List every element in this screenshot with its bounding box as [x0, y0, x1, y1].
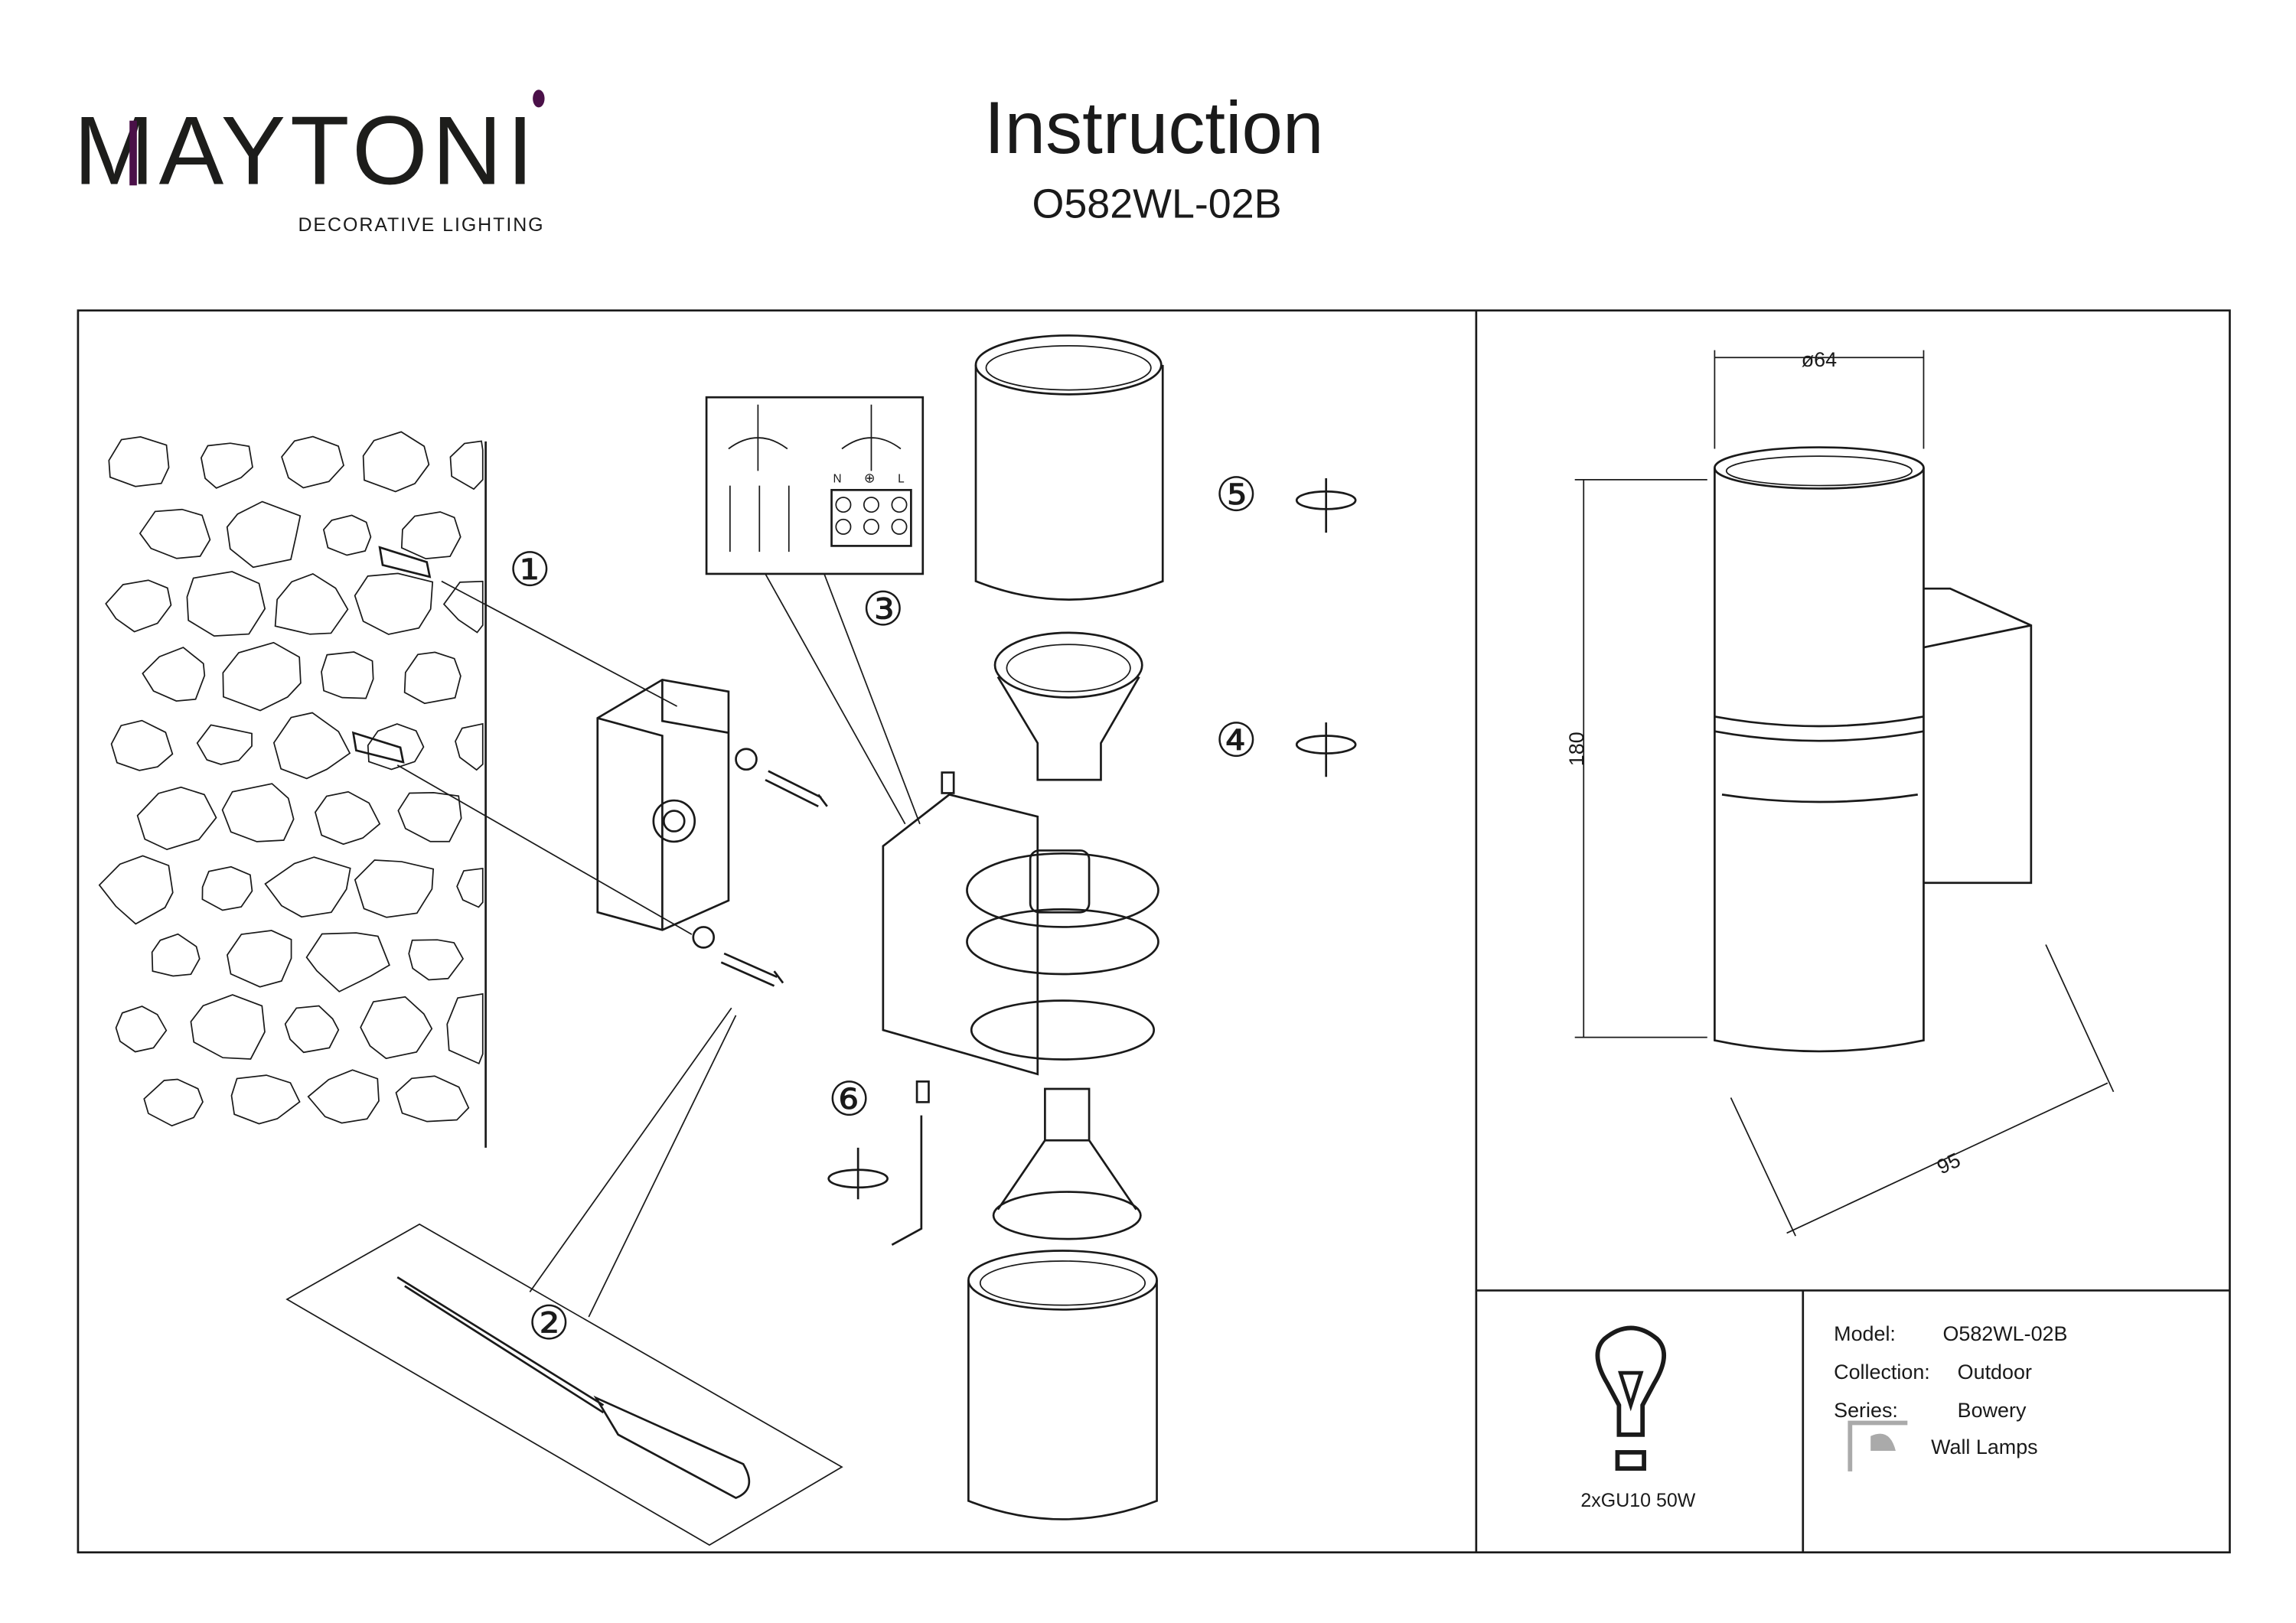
stone [360, 996, 433, 1060]
stone [274, 572, 349, 635]
diameter-dimension: ø64 [1802, 348, 1837, 371]
stone [190, 994, 266, 1060]
stone [272, 712, 351, 780]
rotate-icon [827, 477, 1357, 1200]
dimension-drawing [1574, 350, 2115, 1237]
stone [284, 1005, 340, 1054]
stone [264, 856, 351, 918]
stone [322, 514, 372, 556]
svg-text:Outdoor: Outdoor [1958, 1361, 2032, 1383]
maytoni-logo: MAYTONI DECORATIVE LIGHTING [73, 90, 545, 236]
stone [408, 939, 465, 981]
model-subtitle: O582WL-02B [1032, 181, 1281, 227]
svg-text:Series:: Series: [1834, 1399, 1898, 1422]
stone [151, 933, 201, 977]
stone [449, 440, 484, 490]
stone [221, 783, 295, 842]
svg-text:L: L [898, 473, 905, 486]
svg-text:DECORATIVE LIGHTING: DECORATIVE LIGHTING [298, 214, 544, 236]
stone [442, 580, 484, 634]
stone [115, 1005, 168, 1053]
svg-text:Collection:: Collection: [1834, 1361, 1930, 1383]
screwdriver-illustration [285, 1007, 843, 1546]
height-dimension: 180 [1565, 732, 1588, 766]
stone [314, 790, 381, 846]
stone [196, 724, 253, 765]
stone [455, 722, 484, 771]
stone [400, 511, 461, 560]
stone [354, 572, 434, 635]
stone [105, 579, 172, 633]
svg-text:Model:: Model: [1834, 1322, 1896, 1345]
svg-text:Wall Lamps: Wall Lamps [1931, 1436, 2038, 1458]
bulb-spec: 2xGU10 50W [1580, 1490, 1695, 1511]
svg-text:⊕: ⊕ [864, 471, 876, 486]
svg-text:O582WL-02B: O582WL-02B [1942, 1322, 2067, 1345]
stone [321, 651, 374, 699]
lamp-exploded-view [882, 334, 1164, 1520]
step-3-marker: ③ [862, 583, 904, 636]
stone [227, 930, 292, 988]
stone [136, 786, 217, 851]
stone [367, 723, 425, 771]
stone [201, 865, 253, 911]
step-4-marker: ④ [1215, 714, 1257, 767]
main-frame [77, 309, 2231, 1554]
light-bulb-icon [1595, 1325, 1666, 1471]
stone [456, 867, 484, 908]
stone [226, 500, 302, 569]
stone [200, 442, 253, 489]
wall-lamp-icon [1848, 1420, 1908, 1471]
step-1-marker: ① [509, 543, 551, 596]
stone [142, 647, 206, 702]
svg-text:N: N [833, 473, 841, 486]
svg-text:Bowery: Bowery [1958, 1399, 2027, 1422]
page-title: Instruction [984, 87, 1324, 169]
step-6-marker: ⑥ [828, 1074, 870, 1126]
stone [98, 855, 174, 925]
step-5-marker: ⑤ [1215, 468, 1257, 521]
stone [305, 932, 390, 992]
stone [108, 436, 170, 487]
stone [403, 651, 461, 705]
stone [397, 792, 462, 842]
stone [139, 508, 211, 559]
stone [222, 641, 302, 712]
stone [446, 992, 484, 1065]
stone [354, 859, 435, 918]
stone-wall-illustration [98, 431, 487, 1148]
wiring-diagram: N ⊕ L [705, 396, 925, 825]
svg-text:MAYTONI: MAYTONI [73, 96, 538, 204]
stone [395, 1075, 470, 1123]
stone [362, 431, 430, 493]
stone [307, 1069, 380, 1124]
step-2-marker: ② [528, 1297, 570, 1350]
stone [143, 1078, 204, 1127]
product-info: Model: O582WL-02B Collection: Outdoor Se… [1834, 1322, 2067, 1471]
stone [230, 1074, 301, 1125]
stone [110, 719, 174, 771]
mounting-bracket-illustration [351, 546, 828, 987]
stone [281, 435, 344, 489]
stone [186, 571, 266, 637]
